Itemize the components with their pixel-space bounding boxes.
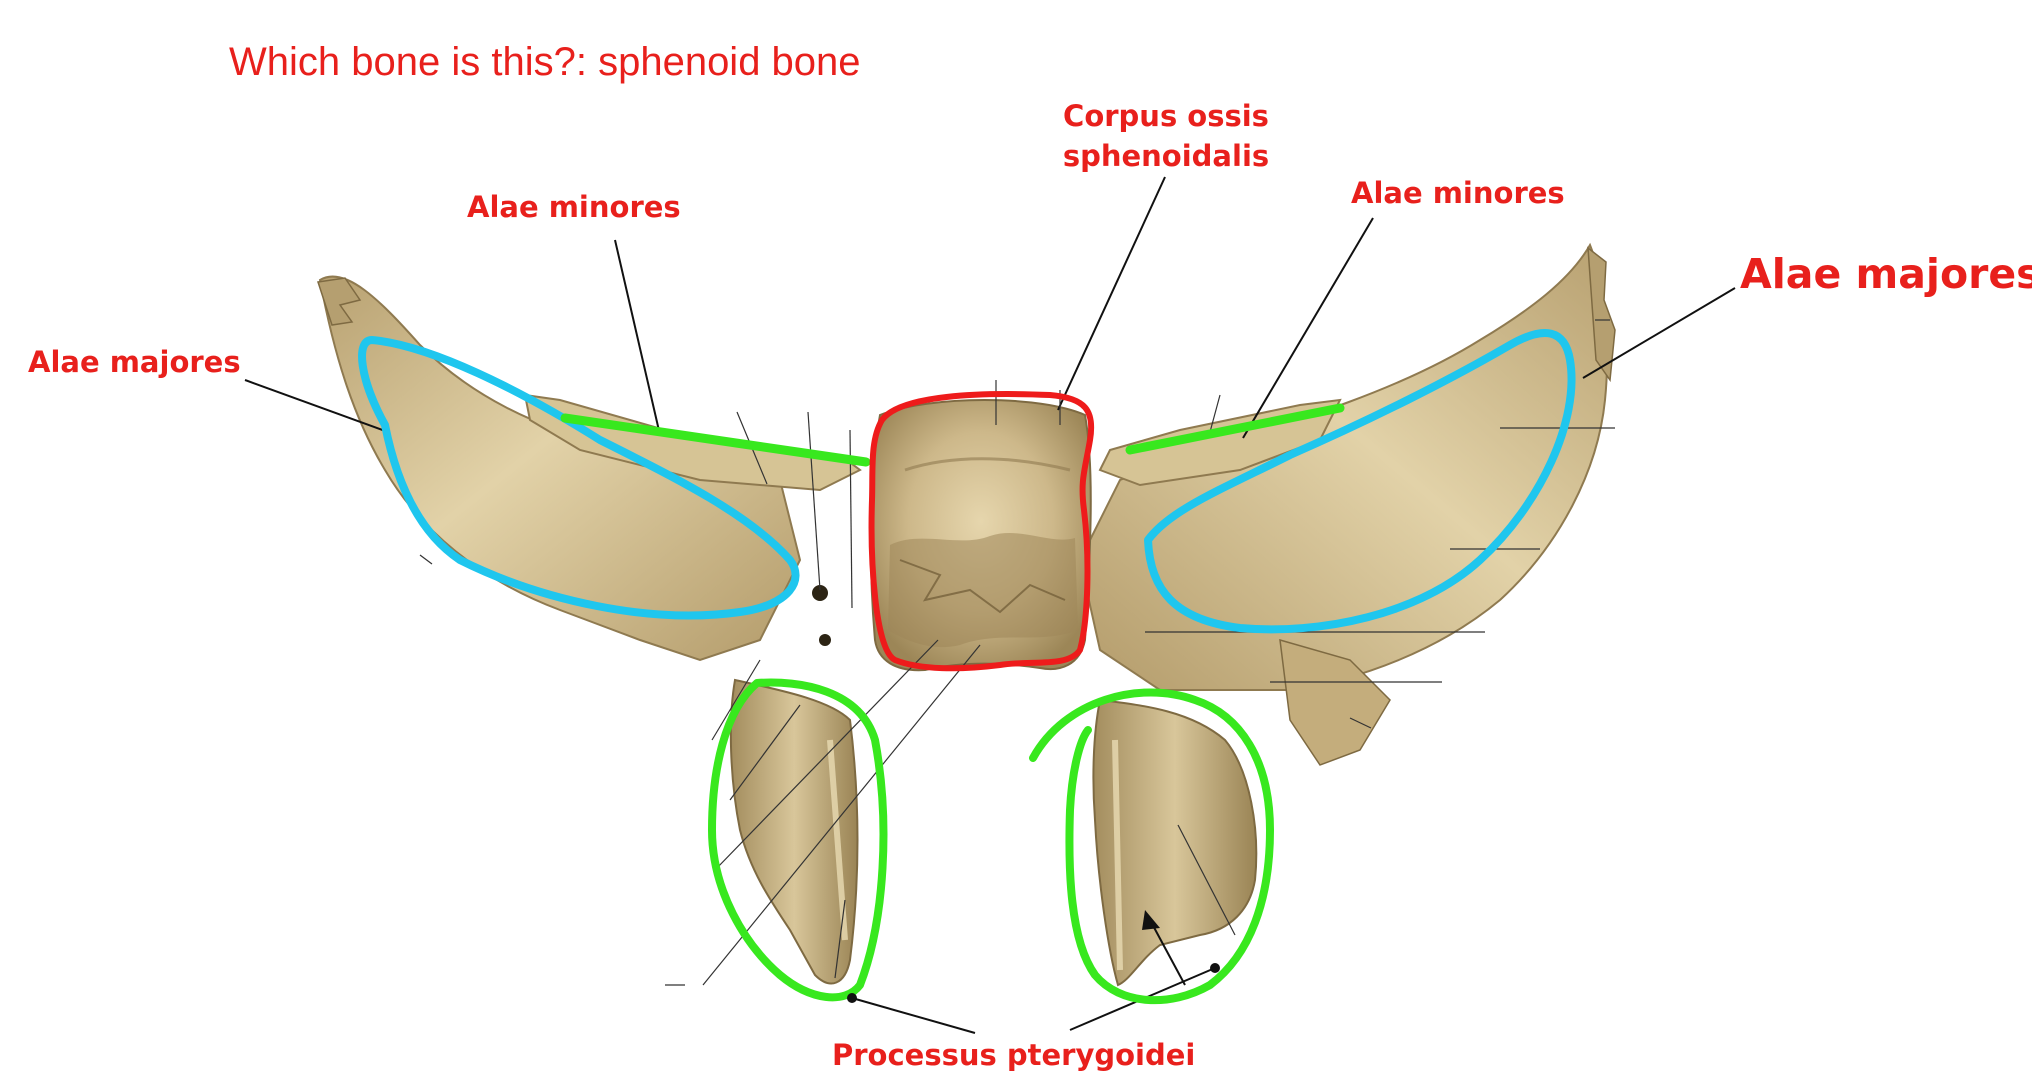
bone-illustration — [317, 242, 1616, 987]
processus-left-dot — [847, 993, 857, 1003]
right-pterygoid-process — [1092, 698, 1258, 987]
label-corpus-line1: Corpus ossis — [1063, 99, 1269, 133]
foramen-ovale-left — [819, 634, 831, 646]
leader-alae-majores-right — [1582, 287, 1736, 379]
question-text: Which bone is this?: sphenoid bone — [229, 40, 861, 85]
processus-right-dot — [1210, 963, 1220, 973]
label-corpus: Corpus ossis sphenoidalis — [1060, 96, 1272, 176]
annotation-outlines — [358, 329, 1576, 1005]
outline-alae-majores-right — [1144, 329, 1576, 634]
leader-alae-minores-right — [1242, 217, 1374, 439]
question-prefix: Which bone is this?: — [229, 40, 587, 84]
outline-processus-right — [1029, 688, 1274, 1005]
reference-lines — [419, 319, 1615, 986]
label-alae-minores-right: Alae minores — [1351, 176, 1565, 210]
left-lesser-wing — [523, 393, 862, 492]
label-alae-majores-left: Alae majores — [28, 345, 241, 379]
label-alae-majores-right: Alae majores — [1740, 250, 2032, 298]
leader-processus-left — [851, 997, 976, 1034]
question-answer: sphenoid bone — [598, 40, 861, 84]
outline-corpus — [868, 391, 1095, 672]
left-greater-wing — [318, 275, 802, 662]
leader-corpus — [1057, 176, 1166, 411]
body-ridges — [899, 559, 1066, 614]
outline-processus-left — [708, 678, 888, 1002]
label-processus: Processus pterygoidei — [832, 1038, 1196, 1072]
leader-alae-minores-left — [614, 239, 661, 436]
leader-alae-majores-left — [244, 379, 389, 433]
left-lamina-highlight — [827, 739, 848, 941]
right-lamina-highlight — [1112, 739, 1123, 971]
body-texture — [888, 533, 1078, 648]
left-wing-tip — [317, 277, 362, 326]
arrow-head-icon — [1142, 910, 1160, 930]
label-alae-minores-left: Alae minores — [467, 190, 681, 224]
right-lateral-fragment — [1279, 638, 1391, 766]
body-crest — [904, 457, 1071, 472]
label-corpus-line2: sphenoidalis — [1062, 139, 1270, 173]
leader-arrow — [1149, 919, 1186, 986]
outline-alae-minores-right — [1125, 403, 1345, 455]
outline-alae-majores-left — [358, 336, 800, 620]
outline-alae-minores-left — [560, 413, 871, 467]
right-wing-tip — [1587, 246, 1616, 383]
foramen-rotundum-left — [812, 585, 828, 601]
